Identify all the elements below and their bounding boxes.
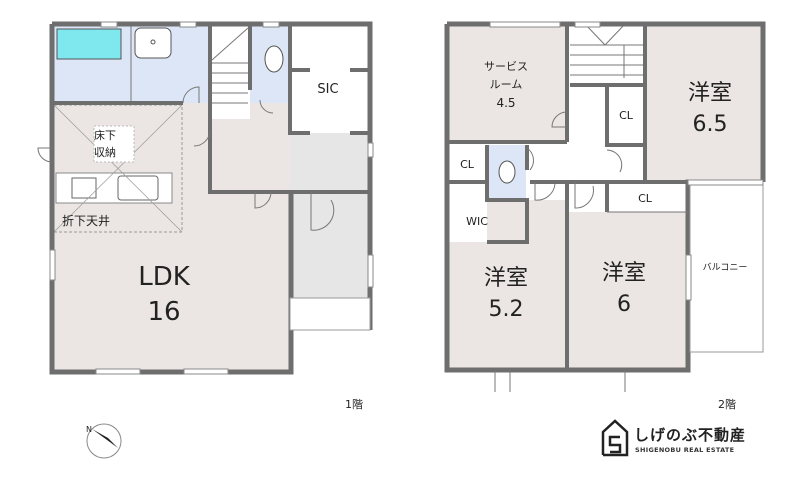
closet-label: CL bbox=[638, 192, 653, 205]
western-room-5-2-label: 洋室 bbox=[484, 266, 528, 291]
bathtub bbox=[56, 28, 122, 60]
entrance bbox=[290, 133, 370, 190]
logo-house-icon bbox=[601, 419, 629, 457]
porch bbox=[292, 193, 368, 298]
lowered-ceiling-label: 折下天井 bbox=[62, 213, 110, 228]
service-room-size: 4.5 bbox=[496, 96, 515, 110]
stove-icon bbox=[71, 177, 97, 199]
western-room-5-2 bbox=[447, 242, 567, 368]
western-room-5-2-size: 5.2 bbox=[489, 297, 524, 322]
service-room-label-2: ルーム bbox=[490, 78, 523, 91]
toilet bbox=[498, 160, 516, 184]
ldk-label: LDK bbox=[138, 262, 191, 292]
company-name: しげのぶ不動産 bbox=[634, 426, 747, 444]
company-subtitle: SHIGENOBU REAL ESTATE bbox=[635, 446, 735, 454]
wic-label: WIC bbox=[466, 215, 488, 228]
closet-label: CL bbox=[619, 109, 634, 122]
balcony-label: バルコニー bbox=[703, 262, 748, 273]
western-room-6-5 bbox=[645, 24, 763, 182]
western-room-6 bbox=[567, 212, 688, 368]
service-room bbox=[447, 24, 567, 142]
washbasin bbox=[134, 27, 172, 59]
service-room-label-1: サービス bbox=[484, 60, 528, 73]
underfloor-storage-label-2: 収納 bbox=[94, 146, 116, 159]
western-room-6-5-size: 6.5 bbox=[693, 112, 728, 137]
ldk-size: 16 bbox=[147, 297, 180, 327]
western-room-6-5-label: 洋室 bbox=[688, 81, 732, 106]
closet-label: CL bbox=[460, 158, 475, 171]
toilet bbox=[264, 45, 284, 73]
stairs-1f bbox=[210, 24, 250, 119]
sic-label: SIC bbox=[317, 82, 338, 97]
floor-1-label: 1階 bbox=[345, 397, 363, 411]
floor-2-label: 2階 bbox=[718, 397, 736, 411]
compass-north-label: N bbox=[86, 425, 92, 434]
floor-2-plan: サービス ルーム 4.5 洋室 6.5 洋室 5.2 洋室 6 CL CL CL… bbox=[444, 21, 766, 411]
compass-icon: N bbox=[86, 423, 122, 459]
balcony bbox=[689, 183, 764, 353]
floor-1-plan: 床下 収納 折下天井 LDK 16 SIC 1階 bbox=[37, 21, 374, 411]
ldk-room bbox=[52, 103, 291, 372]
underfloor-storage-label-1: 床下 bbox=[94, 128, 116, 142]
western-room-6-label: 洋室 bbox=[602, 261, 646, 286]
western-room-6-size: 6 bbox=[617, 292, 631, 317]
